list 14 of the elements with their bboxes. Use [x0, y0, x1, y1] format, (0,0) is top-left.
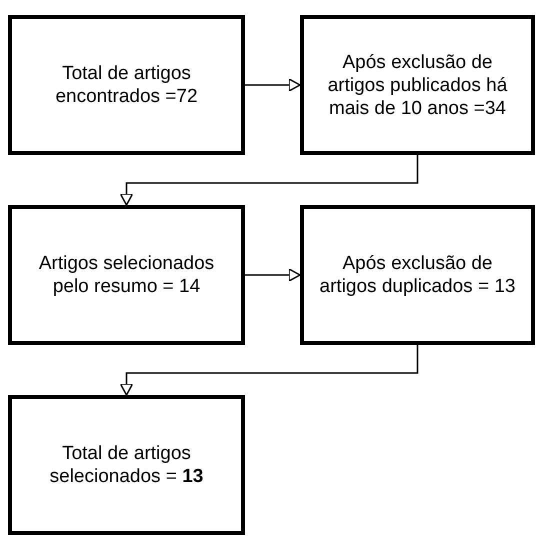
box-text: Artigos selecionados pelo resumo = 14 [38, 252, 216, 298]
arrow [245, 268, 301, 282]
box-text: Após exclusão de artigos publicados há mais de 10 anos =34 [326, 50, 508, 120]
arrow [120, 155, 418, 206]
process-box [8, 395, 245, 535]
box-text: Total de artigos selecionados = 13 [48, 442, 204, 488]
process-box [8, 205, 245, 345]
arrow [120, 345, 418, 396]
process-box [8, 15, 245, 155]
box-text: Total de artigos encontrados =72 [54, 62, 199, 108]
box-text: Após exclusão de artigos duplicados = 13 [318, 252, 516, 298]
process-box [300, 205, 535, 345]
arrow [245, 78, 301, 92]
process-box [300, 15, 535, 155]
